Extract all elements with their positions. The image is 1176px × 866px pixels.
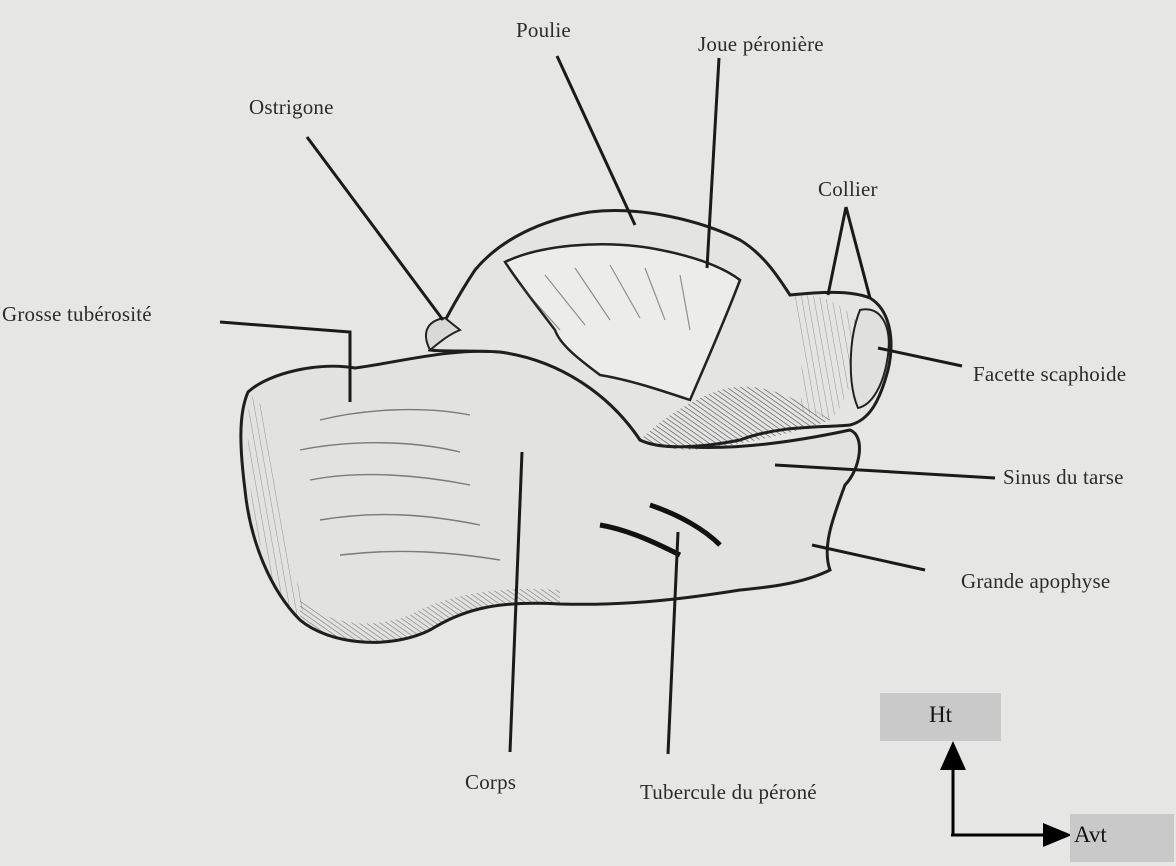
label-joue-peroniere: Joue péronière <box>698 32 824 57</box>
leader-collier-1 <box>828 207 846 295</box>
label-poulie: Poulie <box>516 18 571 43</box>
leader-ostrigone <box>307 137 443 320</box>
orientation-forward-box: Avt <box>1070 814 1174 862</box>
up-arrowhead <box>940 741 966 770</box>
label-collier: Collier <box>818 177 878 202</box>
label-grosse-tuberosite: Grosse tubérosité <box>2 302 152 327</box>
label-corps: Corps <box>465 770 516 795</box>
leader-collier-2 <box>846 207 870 298</box>
label-grande-apophyse: Grande apophyse <box>961 569 1110 594</box>
orientation-arrows <box>940 741 1072 847</box>
scaphoid-facet-shape <box>851 309 889 408</box>
leader-poulie <box>557 56 635 225</box>
label-ostrigone: Ostrigone <box>249 95 334 120</box>
forward-arrowhead <box>1043 823 1072 847</box>
label-sinus-du-tarse: Sinus du tarse <box>1003 465 1124 490</box>
orientation-up-box: Ht <box>880 693 1001 741</box>
label-facette-scaphoide: Facette scaphoide <box>973 362 1126 387</box>
label-tubercule-du-perone: Tubercule du péroné <box>640 780 817 805</box>
